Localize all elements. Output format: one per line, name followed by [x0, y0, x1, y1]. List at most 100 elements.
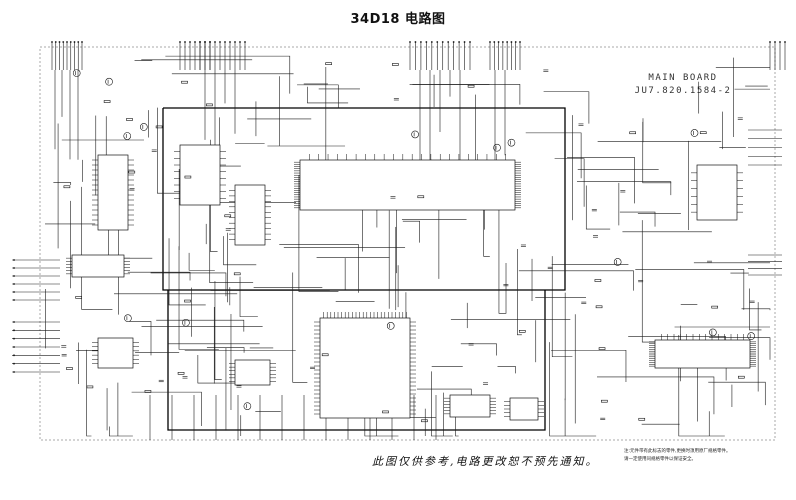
ic-block: [299, 159, 516, 211]
trace: [554, 158, 585, 207]
trace: [239, 276, 258, 317]
resistor: [594, 279, 602, 282]
ic-block: [97, 154, 129, 231]
resistor: [184, 175, 192, 179]
trace: [619, 211, 656, 227]
board-label-line1: MAIN BOARD: [648, 73, 718, 83]
trace: [131, 391, 202, 427]
resistor: [75, 296, 82, 299]
side-connector-pad: [13, 362, 15, 365]
resistor: [128, 170, 136, 174]
resistor: [629, 131, 636, 135]
trace: [168, 238, 206, 306]
trace: [460, 343, 497, 356]
ic-blocks: [66, 144, 756, 421]
side-connector-pad: [13, 283, 15, 285]
trace: [642, 121, 672, 184]
connector-pad: [199, 41, 201, 43]
transistor: [124, 314, 132, 323]
resistor: [206, 103, 213, 107]
connector-pad: [62, 41, 65, 43]
trace: [307, 86, 349, 104]
transistor: [493, 143, 501, 152]
connector-pad: [81, 41, 83, 43]
ic-block: [234, 359, 271, 386]
connector-pad: [501, 41, 504, 43]
trace: [549, 342, 597, 437]
transistor: [709, 328, 717, 337]
resistor: [155, 125, 163, 129]
trace: [223, 236, 257, 266]
board-label-line2: JU7.820.1584-2: [634, 86, 732, 96]
safety-note-line1: 注:元件带有此标志的零件,更换时须用原厂规格零件。: [624, 449, 731, 454]
resistor: [417, 195, 425, 199]
trace: [708, 381, 766, 406]
trace: [551, 256, 573, 358]
connector-pad: [179, 41, 181, 43]
trace: [431, 371, 453, 437]
connector-pad: [54, 41, 57, 43]
trace: [412, 84, 521, 105]
ic-block: [696, 164, 738, 221]
ic-block: [234, 184, 266, 246]
passive-components: [61, 62, 755, 423]
trace: [749, 288, 762, 331]
trace: [279, 244, 359, 293]
connector-pad: [447, 41, 450, 43]
transistor: [613, 258, 622, 266]
connector-pad: [244, 41, 246, 43]
safety-note-line2: 请一定使用同规格零件以保证安全。: [624, 457, 696, 462]
side-connector-pad: [13, 346, 15, 348]
connector-pad: [784, 41, 786, 43]
resistor: [66, 367, 73, 370]
trace: [741, 308, 771, 311]
connector-pad: [189, 41, 191, 43]
connector-pad: [519, 41, 521, 43]
connector-pad: [458, 41, 460, 43]
connector-pad: [73, 41, 76, 43]
resistor: [321, 353, 329, 357]
trace: [364, 413, 399, 437]
trace: [297, 84, 339, 109]
transistor: [507, 138, 516, 147]
resistor: [392, 63, 399, 66]
resistor: [737, 375, 745, 379]
resistor: [233, 272, 241, 276]
resistor: [638, 417, 646, 421]
connector-pad: [229, 41, 231, 43]
connector-pad: [209, 41, 211, 43]
trace: [635, 269, 745, 310]
connector-pad: [58, 41, 61, 43]
trace: [214, 281, 222, 380]
connector-pad: [430, 41, 433, 43]
trace: [129, 321, 152, 356]
board-label: MAIN BOARD JU7.820.1584-2: [628, 72, 738, 98]
trace: [298, 175, 339, 292]
resistor: [699, 131, 707, 134]
trace: [551, 349, 627, 382]
connector-pad: [194, 41, 196, 43]
trace: [709, 337, 771, 360]
connector-pad: [493, 41, 496, 43]
resistor: [711, 305, 719, 309]
connector-pad: [420, 41, 422, 43]
ic-block: [97, 337, 134, 369]
trace: [206, 347, 245, 353]
connector-pad: [514, 41, 517, 43]
trace: [150, 272, 227, 297]
main-power-loop: [162, 107, 566, 431]
connector-pad: [452, 41, 455, 43]
trace: [197, 354, 239, 384]
resistor: [86, 385, 94, 389]
trace: [518, 270, 634, 291]
trace: [156, 319, 245, 332]
resistor: [595, 305, 603, 309]
side-connector-pad: [13, 371, 15, 373]
connector-pad: [69, 41, 72, 43]
transistor: [243, 402, 252, 410]
connector-pad: [463, 41, 466, 43]
trace: [497, 366, 516, 374]
connector-pad: [184, 41, 186, 43]
connector-pad: [77, 41, 80, 43]
